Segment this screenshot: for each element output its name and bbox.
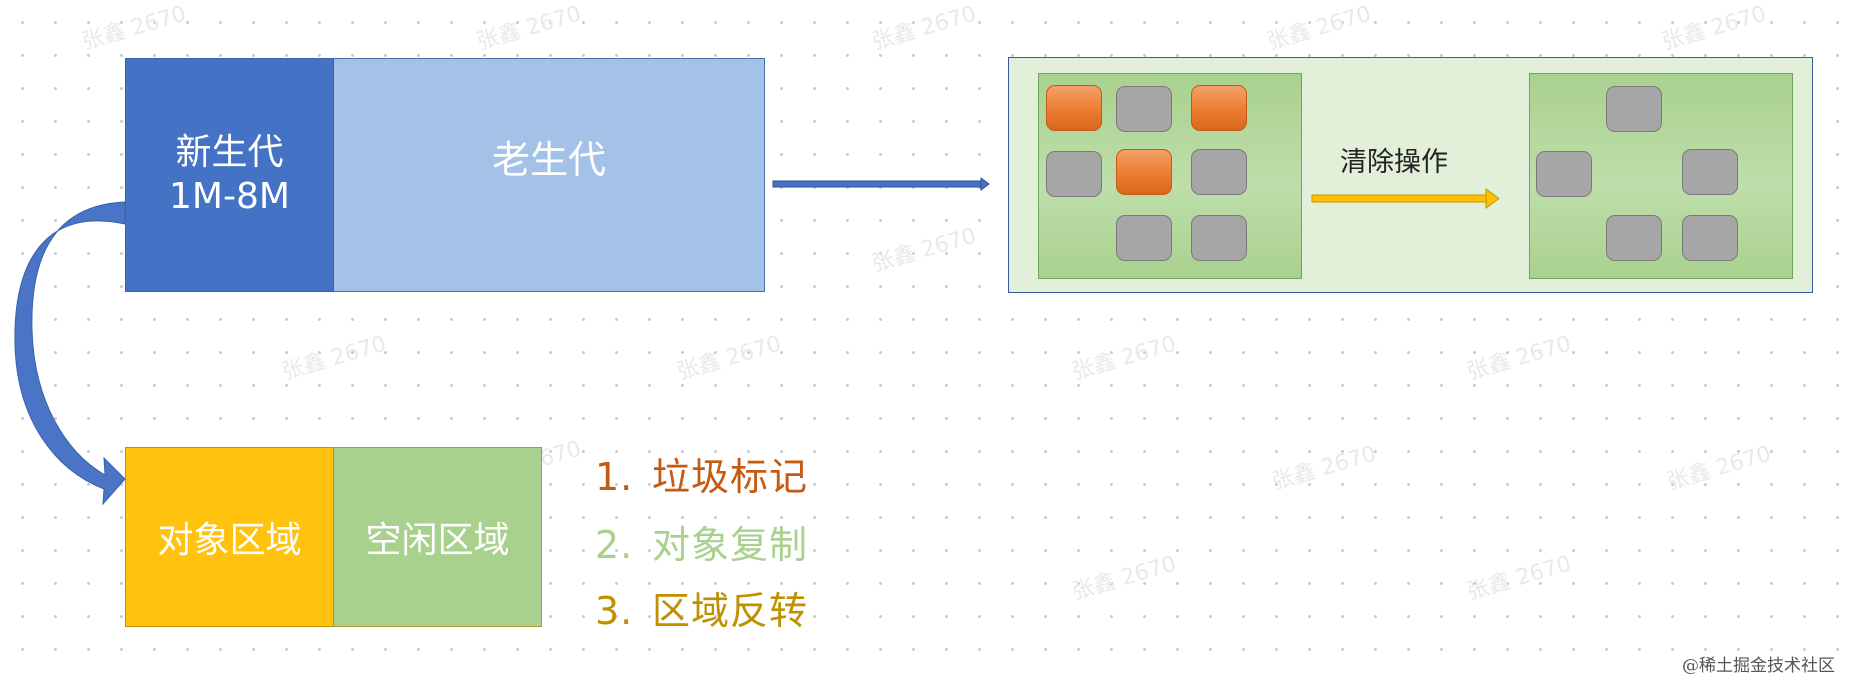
live-object-cell [1682,215,1738,261]
garbage-object-cell [1116,149,1172,195]
object-area-label: 对象区域 [157,520,302,561]
old-generation-block: 老生代 [334,58,765,292]
live-object-cell [1191,149,1247,195]
free-area-label: 空闲区域 [365,520,510,561]
step-number: 1. [595,455,634,499]
young-generation-title: 新生代 [175,132,284,173]
old-gen-to-cleanup-arrow [772,177,990,191]
step-3: 3. 区域反转 [595,580,808,635]
clear-operation-label: 清除操作 [1340,147,1448,178]
young-generation-size: 1M-8M [169,176,290,217]
object-area-block: 对象区域 [125,447,334,627]
live-object-cell [1116,215,1172,261]
old-generation-title: 老生代 [491,138,606,182]
live-object-cell [1191,215,1247,261]
step-text: 区域反转 [652,589,809,633]
step-2: 2. 对象复制 [595,514,808,569]
step-text: 垃圾标记 [652,455,809,499]
live-object-cell [1682,149,1738,195]
young-generation-block: 新生代 1M-8M [125,58,334,292]
live-object-cell [1116,86,1172,132]
garbage-object-cell [1191,85,1247,131]
credit-text: @稀土掘金技术社区 [1682,656,1835,676]
free-area-block: 空闲区域 [334,447,542,627]
young-gen-to-object-area-arrow [14,201,126,506]
garbage-object-cell [1046,85,1102,131]
step-number: 2. [595,523,634,567]
live-object-cell [1046,151,1102,197]
step-text: 对象复制 [652,523,809,567]
cleanup-arrow [1311,188,1500,209]
live-object-cell [1606,86,1662,132]
live-object-cell [1606,215,1662,261]
live-object-cell [1536,151,1592,197]
step-number: 3. [595,589,634,633]
step-1: 1. 垃圾标记 [595,446,808,501]
